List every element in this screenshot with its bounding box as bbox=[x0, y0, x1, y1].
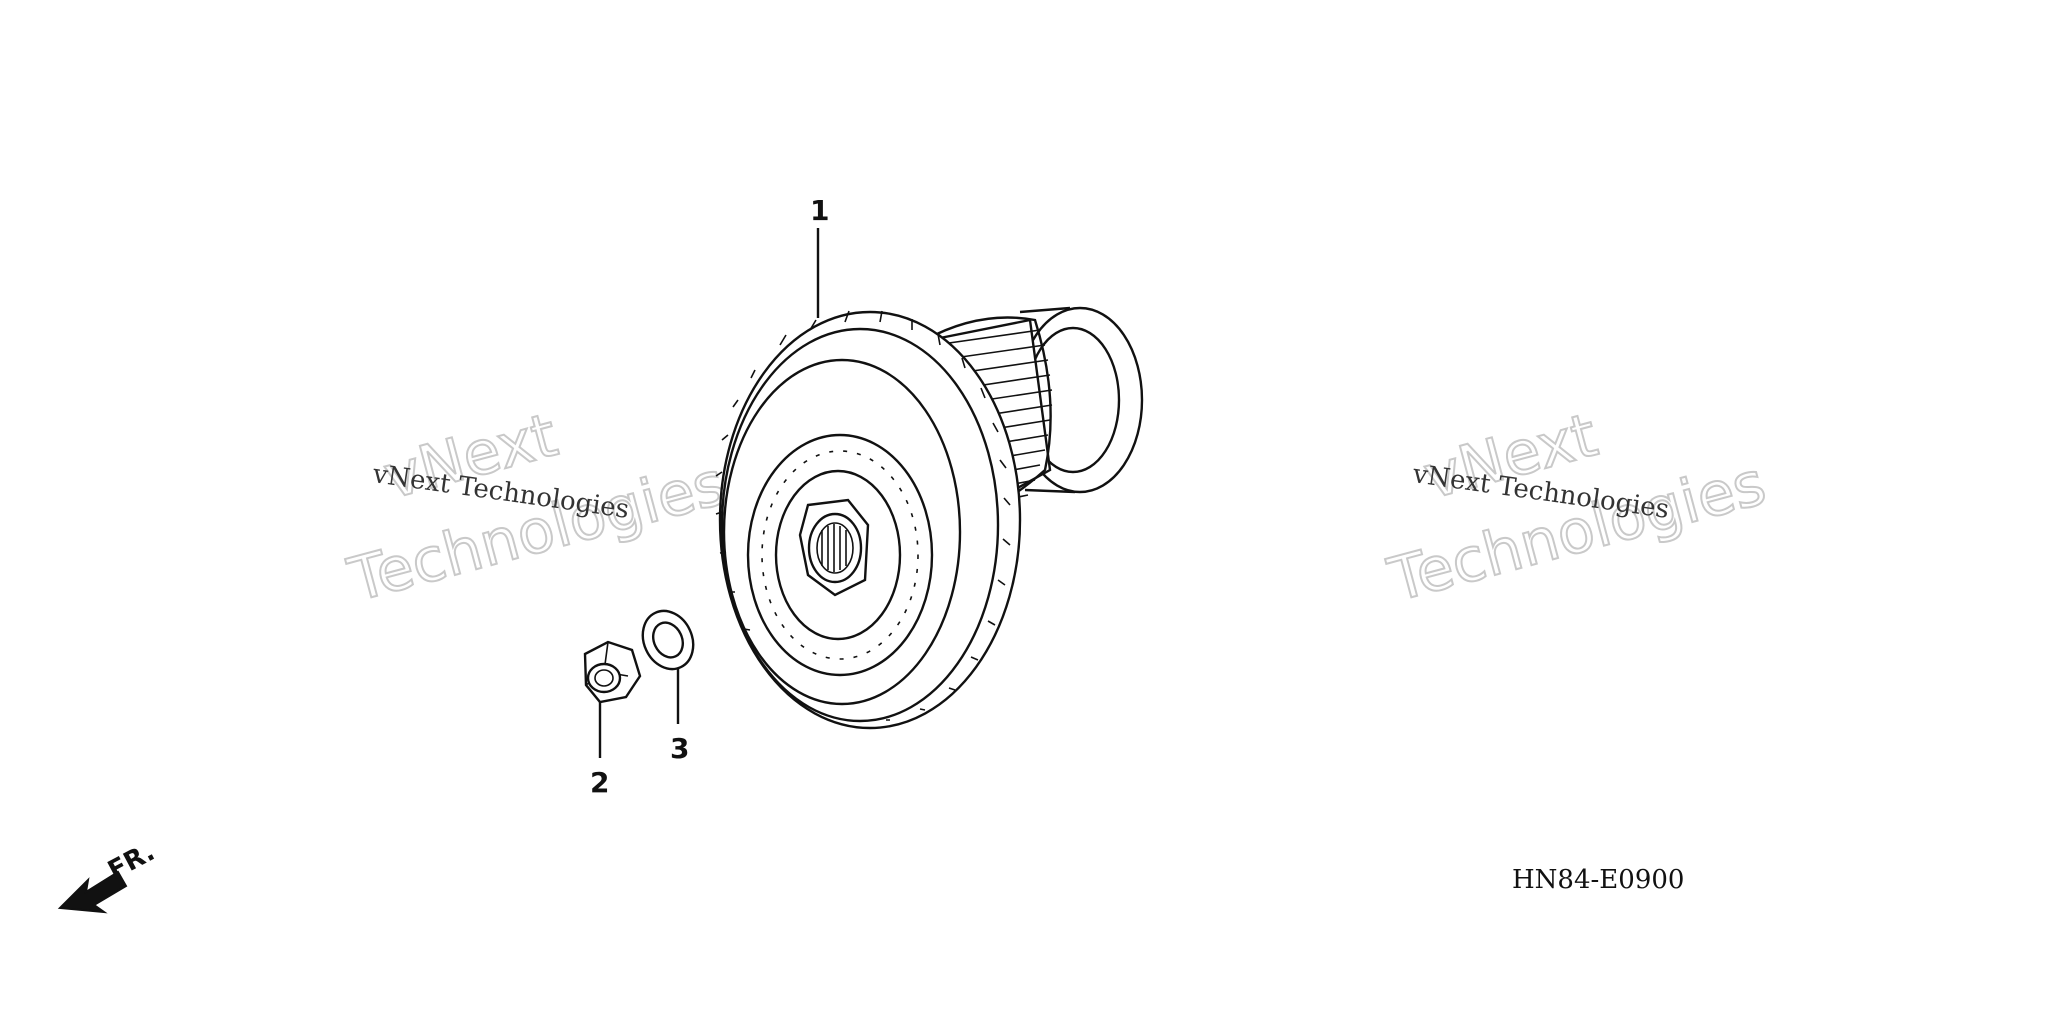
rim-notches bbox=[715, 310, 1011, 721]
callout-3: 3 bbox=[670, 732, 689, 765]
front-direction-arrow: FR. bbox=[57, 837, 160, 914]
part-1-drive-gear bbox=[715, 306, 1144, 730]
callout-2: 2 bbox=[590, 766, 609, 799]
arrow-icon bbox=[57, 870, 128, 914]
part-3-washer bbox=[641, 609, 695, 671]
part-2-nut bbox=[583, 640, 642, 704]
callout-1: 1 bbox=[810, 194, 829, 227]
part-code: HN84-E0900 bbox=[1512, 865, 1684, 895]
